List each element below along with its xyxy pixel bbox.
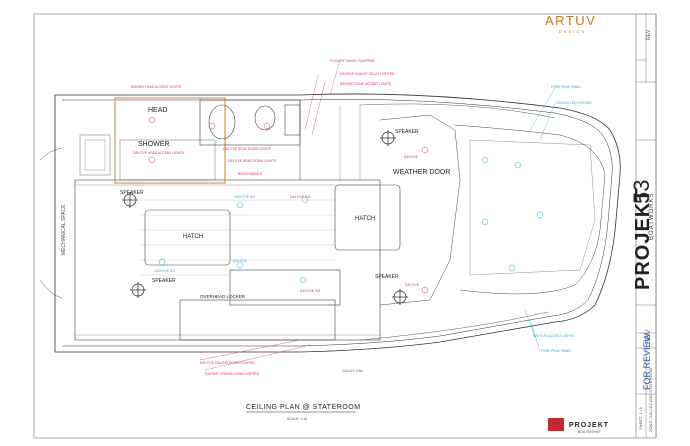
callout: DAY EVE <box>404 155 419 159</box>
sheet-border <box>33 13 657 439</box>
magenta-callouts: RAYNEE HEAD ACCENT LIGHTS COCKPIT DRAIN … <box>131 59 420 376</box>
status-label: FOR REVIEW <box>642 332 652 390</box>
callout: DAY EVE S/S <box>155 269 176 273</box>
callout: DAY EVE S/S <box>300 289 321 293</box>
project-name: PROJEKT <box>632 189 654 290</box>
callout: DAY EVE S/S <box>235 195 256 199</box>
callout: DAY/EVE GALLEY DELAY LIGHTED <box>340 72 395 76</box>
light-fixture-icon <box>299 276 307 284</box>
brand-logo: ARTUV <box>545 13 596 28</box>
light-fixture-icon <box>158 258 166 266</box>
brand-tagline: DESIGN <box>559 29 586 34</box>
aft-hatch-outline <box>334 184 401 251</box>
overhead-locker-label: OVERHEAD LOCKER <box>200 294 246 299</box>
hatch-aft-label: HATCH <box>355 216 375 222</box>
speaker-label-2: SPEAKER <box>120 190 144 196</box>
title-block <box>636 14 656 438</box>
light-fixture-icon <box>208 122 216 130</box>
callout: CEILING LED FIXTURE <box>556 101 592 105</box>
footer-logo-text: PROJEKT <box>569 422 609 429</box>
weather-door-label: WEATHER DOOR <box>393 169 450 176</box>
footer-logo-sub: BOATWORKS <box>578 430 601 434</box>
company-name: BOATWORKS <box>649 192 655 240</box>
drawing-title: CEILING PLAN @ STATEROOM <box>246 404 361 411</box>
light-fixture-icon <box>421 146 429 154</box>
speaker-label-3: SPEAKER <box>152 278 176 284</box>
callout: DAY EVE ACCENT LIGHTS <box>533 334 575 338</box>
project-number: 53 <box>629 180 654 204</box>
callout: RAYNEE CEILING DOWN LIGHTED <box>205 372 260 376</box>
callout: BEACH BASS 6 <box>238 172 262 176</box>
speaker-symbols <box>122 130 408 305</box>
light-fixture-icon <box>481 156 489 164</box>
forward-hatch-outline <box>144 209 231 266</box>
callout: DAY EVE HEAD DOWN LIGHTS <box>223 147 272 151</box>
light-fixture-icon <box>148 156 156 164</box>
callout: DAY EVE CEILING DOWN LIGHTED <box>200 361 255 365</box>
hull-outline <box>39 93 621 353</box>
cyan-leaders <box>524 87 556 352</box>
mechanical-space-label: MECHANICAL SPACE <box>61 204 67 255</box>
light-fixture-icon <box>508 264 516 272</box>
shower-label: SHOWER <box>138 141 170 148</box>
light-fixtures <box>158 156 544 284</box>
cyan-callouts: FORE PEAK PANEL CEILING LED FIXTURE DAY … <box>155 85 592 353</box>
head-compartment <box>114 97 226 184</box>
revision-label: REV <box>646 29 652 40</box>
space-labels: HEAD SHOWER HATCH HATCH WEATHER DOOR SPE… <box>61 107 450 299</box>
light-fixture-icon <box>421 286 429 294</box>
callout: DAY EVE <box>233 259 248 263</box>
callout: COCKPIT DRAIN / SCUPPER <box>330 59 375 63</box>
light-fixture-icon <box>514 161 522 169</box>
speaker-label-4: SPEAKER <box>375 274 399 280</box>
light-fixture-icon <box>301 196 309 204</box>
light-fixture-icon <box>536 211 544 219</box>
drawing-scale: SCALE: 1:16 <box>287 417 307 421</box>
callout: RAYNEE DOME ACCENT LIGHTS <box>340 82 392 86</box>
hatch-forward-label: HATCH <box>183 234 203 240</box>
head-label: HEAD <box>148 107 167 114</box>
light-fixture-icon <box>236 261 244 269</box>
callout: DAY EVE S/S <box>290 195 311 199</box>
rev-cell: REV <box>645 329 652 344</box>
grey-callouts: GALLEY SINK <box>342 369 364 373</box>
drawing-number: SHEET: 1 / 5 <box>638 406 643 430</box>
callout: DAY EVE HEAD ACCENT LIGHTS <box>133 151 185 155</box>
light-fixture-icon <box>236 201 244 209</box>
light-fixture-icon <box>481 218 489 226</box>
callout-leaders <box>199 59 341 371</box>
head-light-fixtures <box>148 116 429 294</box>
footer-logo: PROJEKT BOATWORKS <box>548 418 609 434</box>
zone-description: ZONE: GALLEY AND STATEROOM <box>648 368 653 432</box>
callout: FORE PEAK PANEL <box>551 85 582 89</box>
cabin-interior <box>74 97 606 341</box>
callout: RAYNEE HEAD ACCENT LIGHTS <box>131 85 182 89</box>
deck-planking <box>140 199 335 276</box>
light-fixture-icon <box>263 122 271 130</box>
light-fixture-icon <box>148 116 156 124</box>
toilet-icon <box>208 104 236 140</box>
logo-mark-icon <box>548 418 564 431</box>
speaker-label-1: SPEAKER <box>395 129 419 135</box>
sink-icon <box>254 105 276 131</box>
callout: DAY EVE HEAD DOWN LIGHTS <box>228 159 277 163</box>
callout: DAY EVE <box>405 283 420 287</box>
callout: GALLEY SINK <box>342 369 364 373</box>
callout: FORE PEAK PANEL <box>541 349 572 353</box>
